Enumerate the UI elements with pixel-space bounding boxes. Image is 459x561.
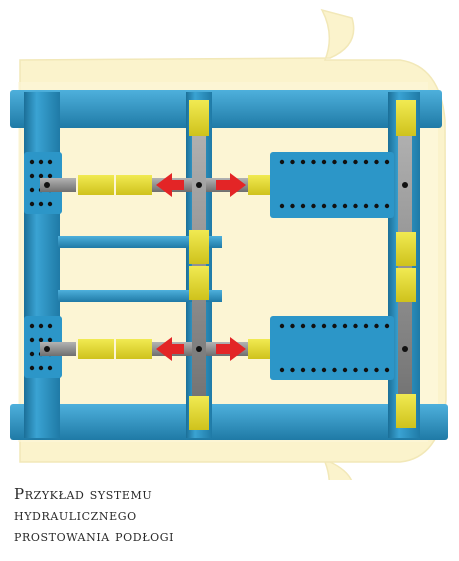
pad-hole	[47, 173, 53, 179]
pad-hole	[29, 365, 35, 371]
caption: Przykład systemu hydraulicznego prostowa…	[14, 484, 444, 547]
pad-hole	[38, 323, 44, 329]
pad-hole	[374, 367, 379, 373]
force-arrows	[156, 173, 246, 361]
hydraulic-cylinders	[78, 100, 416, 430]
pad-hole	[38, 365, 44, 371]
pad-hole	[29, 351, 35, 357]
pad-hole	[290, 323, 295, 329]
pad-hole	[279, 159, 285, 165]
caption-line-1: Przykład systemu	[14, 485, 153, 503]
pad-hole	[29, 187, 35, 193]
pad-hole	[342, 159, 348, 165]
hydraulic-system-diagram	[10, 8, 448, 480]
pad-hole	[332, 367, 337, 373]
pad-hole	[38, 159, 44, 165]
arrow-left-icon	[156, 337, 184, 361]
pad-hole	[29, 323, 35, 329]
pad-hole	[47, 323, 53, 329]
pad-hole	[321, 323, 327, 329]
pad-hole	[374, 323, 379, 329]
pad-hole	[374, 159, 379, 165]
pad-hole	[332, 203, 337, 209]
arrow-left-icon	[156, 173, 184, 197]
pad-hole	[47, 365, 53, 371]
pad-hole	[332, 159, 337, 165]
pad-hole	[300, 203, 306, 209]
pad-hole	[38, 201, 44, 207]
pad-hole	[321, 203, 327, 209]
pad-hole	[363, 203, 369, 209]
pad-hole	[29, 159, 35, 165]
caption-line-2: hydraulicznego	[14, 506, 137, 524]
pad-hole	[332, 323, 337, 329]
pad-hole	[342, 203, 348, 209]
pad-hole	[300, 367, 306, 373]
pad-hole	[384, 323, 390, 329]
pad-hole	[384, 159, 390, 165]
pad-hole	[290, 203, 295, 209]
pad-hole	[353, 203, 358, 209]
pad-hole	[353, 367, 358, 373]
pad-hole	[47, 159, 53, 165]
pad-hole	[290, 367, 295, 373]
pad-hole	[363, 367, 369, 373]
pad-hole	[384, 367, 390, 373]
pad-hole	[363, 159, 369, 165]
pad-hole	[353, 323, 358, 329]
pad-hole	[311, 323, 316, 329]
pad-hole	[279, 203, 285, 209]
pivot-points	[44, 182, 408, 352]
pad-hole	[363, 323, 369, 329]
caption-line-3: prostowania podłogi	[14, 527, 175, 545]
pad-hole	[290, 159, 295, 165]
pad-hole	[279, 323, 285, 329]
pad-hole	[321, 159, 327, 165]
pad-hole	[29, 201, 35, 207]
pad-hole	[29, 173, 35, 179]
pad-hole	[279, 367, 285, 373]
pad-hole	[342, 367, 348, 373]
pad-hole	[311, 159, 316, 165]
pad-hole	[29, 337, 35, 343]
pad-hole	[47, 337, 53, 343]
pad-hole	[311, 367, 316, 373]
arrow-right-icon	[216, 173, 246, 197]
pad-hole	[321, 367, 327, 373]
arrow-right-icon	[216, 337, 246, 361]
pad-hole	[38, 173, 44, 179]
pad-hole	[300, 159, 306, 165]
pad-hole	[384, 203, 390, 209]
pad-hole	[342, 323, 348, 329]
pad-hole	[300, 323, 306, 329]
pad-hole	[38, 337, 44, 343]
pad-hole	[311, 203, 316, 209]
pad-hole	[353, 159, 358, 165]
pad-hole	[47, 201, 53, 207]
pad-hole	[374, 203, 379, 209]
